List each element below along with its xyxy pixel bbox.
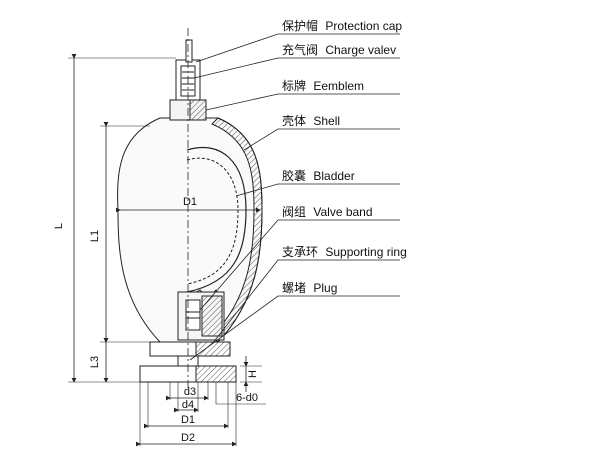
dim-label-d0: 6-d0 xyxy=(236,392,258,404)
callout-shell: 壳体 Shell xyxy=(282,114,340,128)
dim-label-L3: L3 xyxy=(89,356,101,368)
dim-label-L1: L1 xyxy=(89,230,101,242)
callout-valve-band: 阀组 Valve band xyxy=(282,205,373,219)
valve-band xyxy=(185,299,201,331)
callout-supporting-ring-zh: 支承环 xyxy=(282,245,318,259)
callout-supporting-ring: 支承环 Supporting ring xyxy=(282,245,407,259)
callout-protection-cap-en: Protection cap xyxy=(325,19,402,33)
callout-shell-zh: 壳体 xyxy=(282,114,306,128)
callout-charge-valve: 充气阀 Charge valev xyxy=(282,42,396,57)
dim-label-H: H xyxy=(247,370,259,378)
callout-plug-zh: 螺堵 xyxy=(282,281,306,295)
callout-charge-valve-zh: 充气阀 xyxy=(282,42,318,57)
dim-label-d3: d3 xyxy=(184,386,196,398)
callout-shell-en: Shell xyxy=(313,114,340,128)
callout-bladder: 胶囊 Bladder xyxy=(282,168,355,183)
callout-emblem-en: Eemblem xyxy=(313,79,364,93)
callout-protection-cap-zh: 保护帽 xyxy=(282,18,318,33)
callout-plug-en: Plug xyxy=(313,281,337,295)
callout-emblem-zh: 标牌 xyxy=(282,79,306,93)
lower-neck-section xyxy=(201,295,223,337)
dim-label-D1-shell: D1 xyxy=(183,196,197,208)
callout-plug: 螺堵 Plug xyxy=(282,281,337,295)
dim-label-L: L xyxy=(53,223,65,229)
dim-label-D1-flange: D1 xyxy=(181,414,195,426)
callout-bladder-en: Bladder xyxy=(313,169,354,183)
callout-supporting-ring-en: Supporting ring xyxy=(325,245,406,259)
callout-bladder-zh: 胶囊 xyxy=(282,168,306,183)
callout-emblem: 标牌 Eemblem xyxy=(282,79,364,93)
callout-valve-band-en: Valve band xyxy=(313,205,372,219)
dimension-lines xyxy=(68,54,266,447)
callout-valve-band-zh: 阀组 xyxy=(282,205,306,219)
accumulator-body xyxy=(117,28,263,390)
callout-charge-valve-en: Charge valev xyxy=(325,43,396,57)
dim-label-d4: d4 xyxy=(182,399,194,411)
dim-label-D2: D2 xyxy=(181,432,195,444)
top-neck-section xyxy=(189,99,207,121)
callout-protection-cap: 保护帽 Protection cap xyxy=(282,18,402,33)
callout-leaders xyxy=(189,33,400,361)
valve-stem xyxy=(185,39,193,63)
